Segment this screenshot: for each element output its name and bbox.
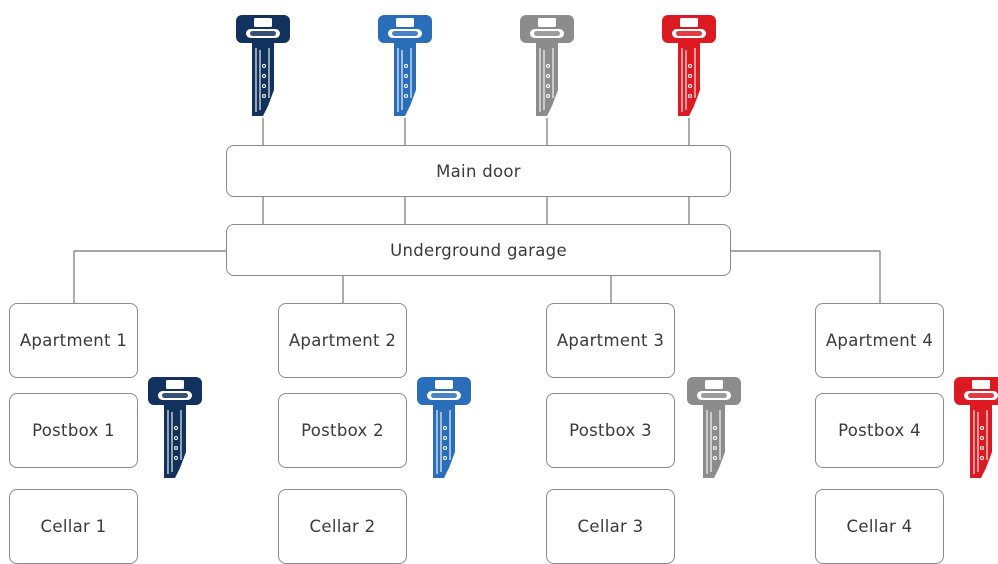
key-2-top-icon [376, 14, 434, 118]
cellar-1-box: Cellar 1 [9, 489, 138, 564]
apartment-4-box: Apartment 4 [815, 303, 944, 378]
key-2-unit-icon [415, 376, 473, 480]
postbox-4-box: Postbox 4 [815, 393, 944, 468]
key-3-top-icon [518, 14, 576, 118]
cellar-3-box: Cellar 3 [546, 489, 675, 564]
key-3-unit-icon [685, 376, 743, 480]
apartment-3-box: Apartment 3 [546, 303, 675, 378]
postbox-3-box: Postbox 3 [546, 393, 675, 468]
postbox-2-box: Postbox 2 [278, 393, 407, 468]
cellar-4-box: Cellar 4 [815, 489, 944, 564]
key-1-top-icon [234, 14, 292, 118]
key-4-unit-icon [952, 376, 998, 480]
postbox-1-box: Postbox 1 [9, 393, 138, 468]
cellar-2-box: Cellar 2 [278, 489, 407, 564]
main-door-box: Main door [226, 145, 731, 197]
key-1-unit-icon [146, 376, 204, 480]
key-4-top-icon [660, 14, 718, 118]
underground-garage-box: Underground garage [226, 224, 731, 276]
apartment-2-box: Apartment 2 [278, 303, 407, 378]
apartment-1-box: Apartment 1 [9, 303, 138, 378]
